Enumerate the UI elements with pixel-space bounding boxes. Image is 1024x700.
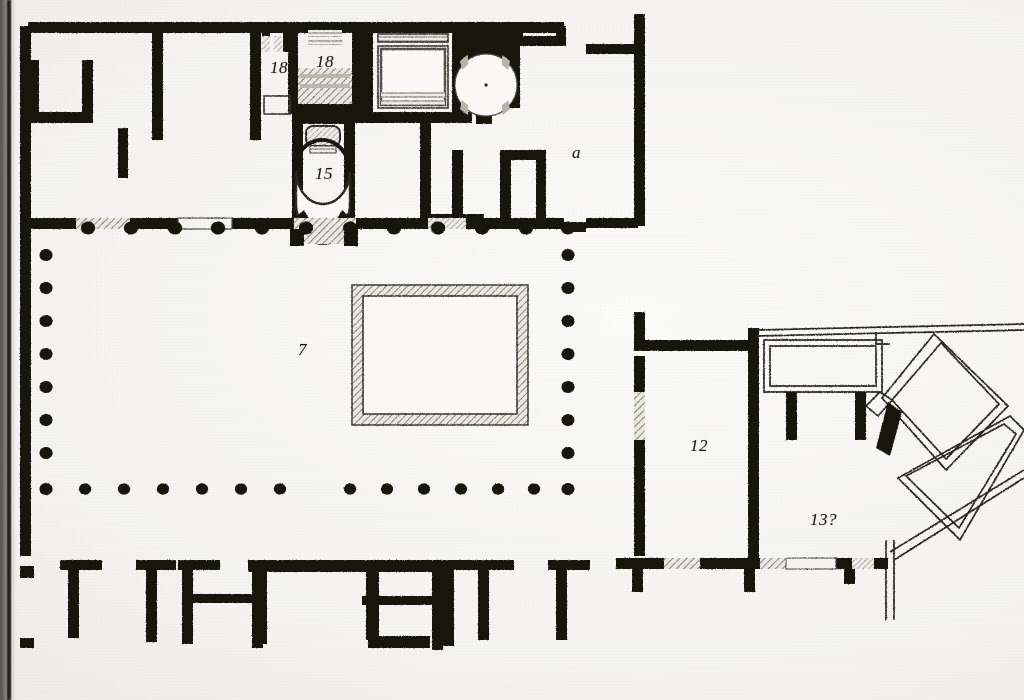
peristyle-column	[195, 483, 209, 495]
peristyle-column	[234, 483, 248, 495]
book-gutter-line	[7, 0, 11, 700]
peristyle-column	[78, 483, 92, 495]
peristyle-column	[454, 483, 468, 495]
peristyle-column	[491, 483, 505, 495]
annex-piers	[786, 392, 902, 456]
peristyle-column	[518, 221, 534, 235]
peristyle-column	[561, 414, 575, 426]
peristyle-column	[123, 221, 139, 235]
room-12-walls	[634, 312, 759, 560]
peristyle-column	[386, 221, 402, 235]
peristyle-column	[561, 282, 575, 294]
peristyle-column	[561, 348, 575, 360]
south-outer-wall	[616, 558, 888, 592]
peristyle-column	[527, 483, 541, 495]
peristyle-column	[343, 483, 357, 495]
room-label-12: 12	[690, 436, 708, 455]
peristyle-column	[39, 348, 53, 360]
peristyle-column	[210, 221, 226, 235]
peristyle-column	[430, 221, 446, 235]
peristyle-column	[474, 221, 490, 235]
peristyle-column	[273, 483, 287, 495]
peristyle-column	[560, 221, 576, 235]
peristyle-column	[156, 483, 170, 495]
peristyle-column	[39, 249, 53, 261]
room-label-13-uncertain: 13?	[810, 510, 837, 529]
peristyle-column	[561, 249, 575, 261]
south-wall-thresholds	[664, 557, 874, 570]
peristyle-column	[380, 483, 394, 495]
courtyard-label-7: 7	[298, 340, 307, 359]
peristyle-column	[561, 447, 575, 459]
angled-annex-right	[755, 323, 1024, 620]
area-a-walls	[564, 14, 645, 232]
peristyle-column	[39, 282, 53, 294]
peristyle-column	[39, 483, 53, 495]
peristyle-column	[39, 315, 53, 327]
room-label-18-right: 18	[316, 52, 334, 71]
room-12-door-thresholds	[634, 392, 645, 440]
south-room-partitions	[60, 560, 590, 650]
hatched-structure-18	[262, 30, 352, 115]
impluvium-basin	[351, 284, 529, 426]
peristyle-column	[342, 221, 358, 235]
peristyle-column	[561, 483, 575, 495]
peristyle-column	[80, 221, 96, 235]
peristyle-column	[417, 483, 431, 495]
circular-room	[454, 53, 518, 117]
peristyle-column	[298, 221, 314, 235]
peristyle-column	[117, 483, 131, 495]
rectangular-pool	[377, 33, 449, 109]
peristyle-column	[39, 447, 53, 459]
peristyle-column	[39, 381, 53, 393]
peristyle-column	[167, 221, 183, 235]
peristyle-column	[254, 221, 270, 235]
upper-wall-block	[20, 22, 566, 226]
room-label-18-left: 18	[270, 58, 288, 77]
peristyle-column	[561, 315, 575, 327]
room-label-15: 15	[315, 164, 333, 183]
peristyle-columns	[39, 221, 576, 495]
peristyle-column	[561, 381, 575, 393]
area-label-a: a	[572, 143, 581, 162]
peristyle-column	[39, 414, 53, 426]
